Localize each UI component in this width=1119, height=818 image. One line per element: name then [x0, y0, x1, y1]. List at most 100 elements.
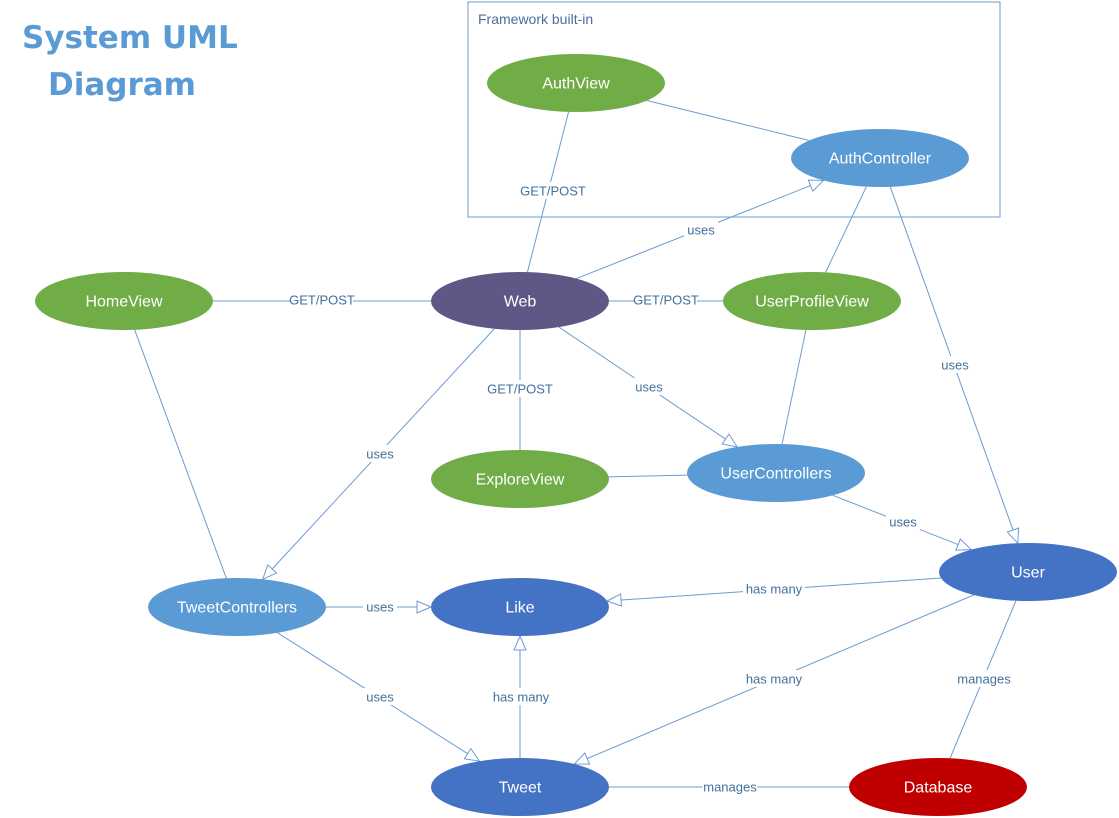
edge-label-user-tweet: has many — [746, 672, 803, 687]
node-shape-userprofileview[interactable] — [723, 272, 901, 330]
node-tweetcontrollers[interactable]: TweetControllers — [148, 578, 326, 636]
node-web[interactable]: Web — [431, 272, 609, 330]
framework-frame-label: Framework built-in — [478, 11, 593, 27]
node-label-tweet: Tweet — [499, 780, 542, 797]
edge-label-tweet-like: has many — [493, 690, 550, 705]
edge-label-tweet-database: manages — [703, 780, 757, 795]
node-homeview[interactable]: HomeView — [35, 272, 213, 330]
edge-tweet-like: has many — [490, 634, 552, 758]
edge-userprofileview-usercontrollers — [781, 329, 807, 445]
node-shape-web[interactable] — [431, 272, 609, 330]
node-authview[interactable]: AuthView — [487, 54, 665, 112]
node-label-authview: AuthView — [542, 76, 610, 93]
edge-label-web-userprofileview: GET/POST — [633, 293, 699, 308]
edge-label-web-usercontrollers: uses — [635, 380, 663, 395]
node-shape-tweetcontrollers[interactable] — [148, 578, 326, 636]
node-shape-database[interactable] — [849, 758, 1027, 816]
node-tweet[interactable]: Tweet — [431, 758, 609, 816]
arrowhead-web-tweetcontrollers — [261, 563, 278, 581]
edge-line-authcontroller-userprofileview — [825, 186, 867, 273]
edge-label-tweetcontrollers-like: uses — [366, 600, 394, 615]
edge-label-bg-web-usercontrollers — [632, 378, 666, 395]
edge-label-bg-web-authcontroller — [684, 221, 718, 238]
node-label-userprofileview: UserProfileView — [755, 294, 869, 311]
edge-tweet-database: manages — [609, 778, 849, 795]
edge-authcontroller-user: uses — [889, 186, 1020, 545]
node-label-like: Like — [505, 600, 534, 617]
arrowhead-usercontrollers-user — [955, 538, 973, 551]
arrowhead-tweetcontrollers-like — [416, 600, 433, 614]
node-shape-exploreview[interactable] — [431, 450, 609, 508]
edge-line-authview-authcontroller — [646, 100, 810, 141]
node-shape-authview[interactable] — [487, 54, 665, 112]
node-shape-user[interactable] — [939, 543, 1117, 601]
edge-label-bg-user-database — [956, 670, 1012, 687]
node-shape-like[interactable] — [431, 578, 609, 636]
arrowhead-tweet-like — [513, 634, 527, 651]
edge-usercontrollers-user: uses — [832, 494, 973, 551]
edge-web-authview: GET/POST — [520, 111, 586, 273]
edge-label-user-database: manages — [957, 672, 1011, 687]
edge-web-usercontrollers: uses — [558, 326, 739, 448]
node-label-usercontrollers: UserControllers — [720, 466, 831, 483]
edge-web-tweetcontrollers: uses — [261, 328, 495, 581]
node-exploreview[interactable]: ExploreView — [431, 450, 609, 508]
edge-authcontroller-userprofileview — [825, 186, 867, 273]
node-shape-usercontrollers[interactable] — [687, 444, 865, 502]
node-like[interactable]: Like — [431, 578, 609, 636]
node-label-tweetcontrollers: TweetControllers — [177, 600, 297, 617]
node-label-homeview: HomeView — [85, 294, 163, 311]
arrowhead-authcontroller-user — [1006, 527, 1020, 545]
edge-authview-authcontroller — [646, 100, 810, 141]
node-shape-tweet[interactable] — [431, 758, 609, 816]
edge-label-web-authview: GET/POST — [520, 184, 586, 199]
edge-web-exploreview: GET/POST — [487, 330, 553, 450]
edge-homeview-web: GET/POST — [213, 291, 431, 308]
arrowhead-tweetcontrollers-tweet — [463, 747, 481, 762]
node-label-user: User — [1011, 565, 1045, 582]
edge-label-bg-web-userprofileview — [635, 291, 697, 308]
node-label-database: Database — [904, 780, 973, 797]
node-authcontroller[interactable]: AuthController — [791, 129, 969, 187]
edge-label-web-authcontroller: uses — [687, 223, 715, 238]
edge-line-homeview-tweetcontrollers — [134, 329, 227, 579]
edge-web-authcontroller: uses — [576, 179, 825, 280]
edge-label-bg-web-exploreview — [489, 380, 551, 397]
edge-label-bg-tweetcontrollers-tweet — [363, 688, 397, 705]
framework-frame — [467, 1, 1001, 218]
diagram-title-line-1: System UML — [22, 20, 238, 56]
edge-label-bg-user-like — [743, 580, 805, 597]
node-shape-authcontroller[interactable] — [791, 129, 969, 187]
arrowhead-user-tweet — [573, 752, 591, 765]
edge-label-bg-usercontrollers-user — [886, 513, 920, 530]
node-label-exploreview: ExploreView — [476, 472, 565, 489]
node-user[interactable]: User — [939, 543, 1117, 601]
node-usercontrollers[interactable]: UserControllers — [687, 444, 865, 502]
edge-label-user-like: has many — [746, 582, 803, 597]
edge-web-userprofileview: GET/POST — [609, 291, 723, 308]
arrowhead-web-authcontroller — [807, 179, 825, 193]
edge-label-bg-homeview-web — [291, 291, 353, 308]
edge-exploreview-usercontrollers — [608, 474, 688, 478]
edge-user-database: manages — [949, 600, 1017, 759]
node-label-web: Web — [504, 294, 537, 311]
edge-label-authcontroller-user: uses — [941, 358, 969, 373]
edge-line-userprofileview-usercontrollers — [781, 329, 807, 445]
node-label-authcontroller: AuthController — [829, 151, 932, 168]
edge-label-bg-web-authview — [522, 182, 584, 199]
edge-label-usercontrollers-user: uses — [889, 515, 917, 530]
edge-label-web-tweetcontrollers: uses — [366, 447, 394, 462]
edge-user-tweet: has many — [573, 594, 974, 765]
edge-label-bg-tweet-like — [490, 688, 552, 705]
node-database[interactable]: Database — [849, 758, 1027, 816]
edge-line-exploreview-usercontrollers — [608, 474, 688, 478]
edge-label-tweetcontrollers-tweet: uses — [366, 690, 394, 705]
edge-label-bg-tweetcontrollers-like — [363, 598, 397, 615]
node-shape-homeview[interactable] — [35, 272, 213, 330]
node-userprofileview[interactable]: UserProfileView — [723, 272, 901, 330]
edge-homeview-tweetcontrollers — [134, 329, 227, 579]
